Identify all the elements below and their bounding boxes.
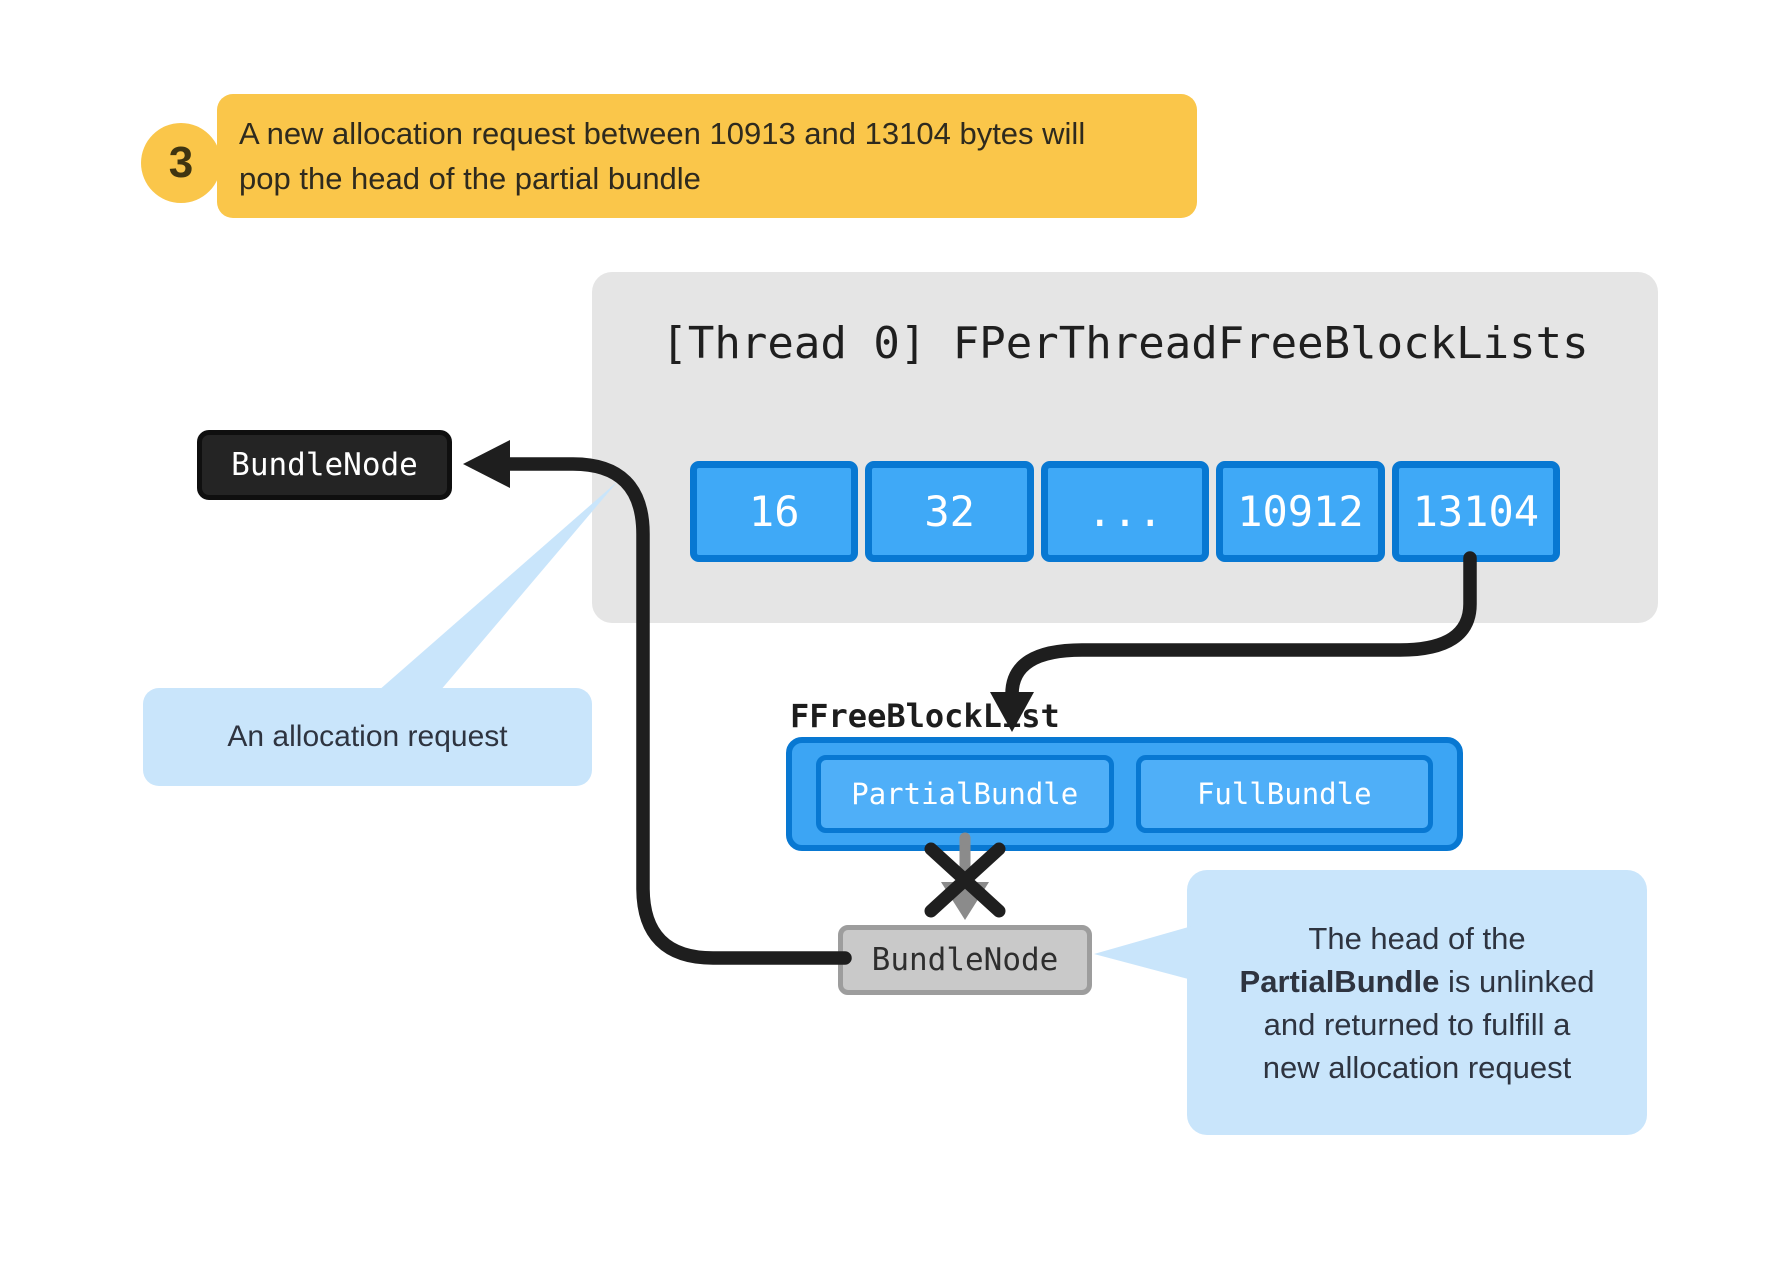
size-cell-ellipsis: ...: [1040, 461, 1210, 562]
unlink-callout-line2-rest: is unlinked: [1439, 963, 1595, 999]
gray-arrowhead-icon: [941, 882, 989, 920]
bundle-node-unlinked-label: BundleNode: [871, 942, 1059, 978]
allocation-request-text: An allocation request: [227, 720, 508, 753]
size-cell-13104: 13104: [1391, 461, 1561, 562]
size-cell-10912: 10912: [1216, 461, 1385, 562]
unlink-callout-line4: new allocation request: [1262, 1049, 1572, 1085]
size-cell-32: 32: [865, 461, 1034, 562]
partial-bundle-box: PartialBundle: [816, 755, 1114, 833]
free-block-list-label: FFreeBlockList: [790, 697, 1060, 735]
allocation-callout-tail: [378, 481, 618, 691]
bundle-node-unlinked: BundleNode: [838, 925, 1092, 995]
free-block-size-row: 16 32 ... 10912 13104: [690, 461, 1561, 562]
step-callout: A new allocation request between 10913 a…: [217, 94, 1197, 218]
bundle-node-returned-label: BundleNode: [231, 447, 418, 483]
unlink-callout-line2: PartialBundle is unlinked: [1187, 960, 1647, 1003]
allocation-request-callout: An allocation request: [143, 688, 592, 786]
unlink-callout-bold: PartialBundle: [1239, 963, 1440, 999]
unlink-callout-tail: [1094, 926, 1192, 980]
bundle-node-returned: BundleNode: [197, 430, 452, 500]
thread-panel-title: [Thread 0] FPerThreadFreeBlockLists: [661, 318, 1589, 369]
step-callout-line2: pop the head of the partial bundle: [239, 161, 701, 196]
full-bundle-box: FullBundle: [1135, 755, 1433, 833]
left-arrowhead-icon: [463, 440, 510, 488]
free-block-list-box: PartialBundle FullBundle: [786, 737, 1463, 851]
step-number: 3: [168, 138, 194, 187]
unlink-callout: The head of the PartialBundle is unlinke…: [1187, 870, 1647, 1135]
unlink-callout-line3: and returned to fulfill a: [1263, 1006, 1571, 1042]
step-callout-line1: A new allocation request between 10913 a…: [239, 116, 1086, 151]
size-cell-16: 16: [690, 461, 859, 562]
cross-out-x-icon: [924, 842, 1006, 918]
unlink-callout-line1: The head of the: [1308, 920, 1526, 956]
step-number-badge: 3: [141, 123, 221, 203]
